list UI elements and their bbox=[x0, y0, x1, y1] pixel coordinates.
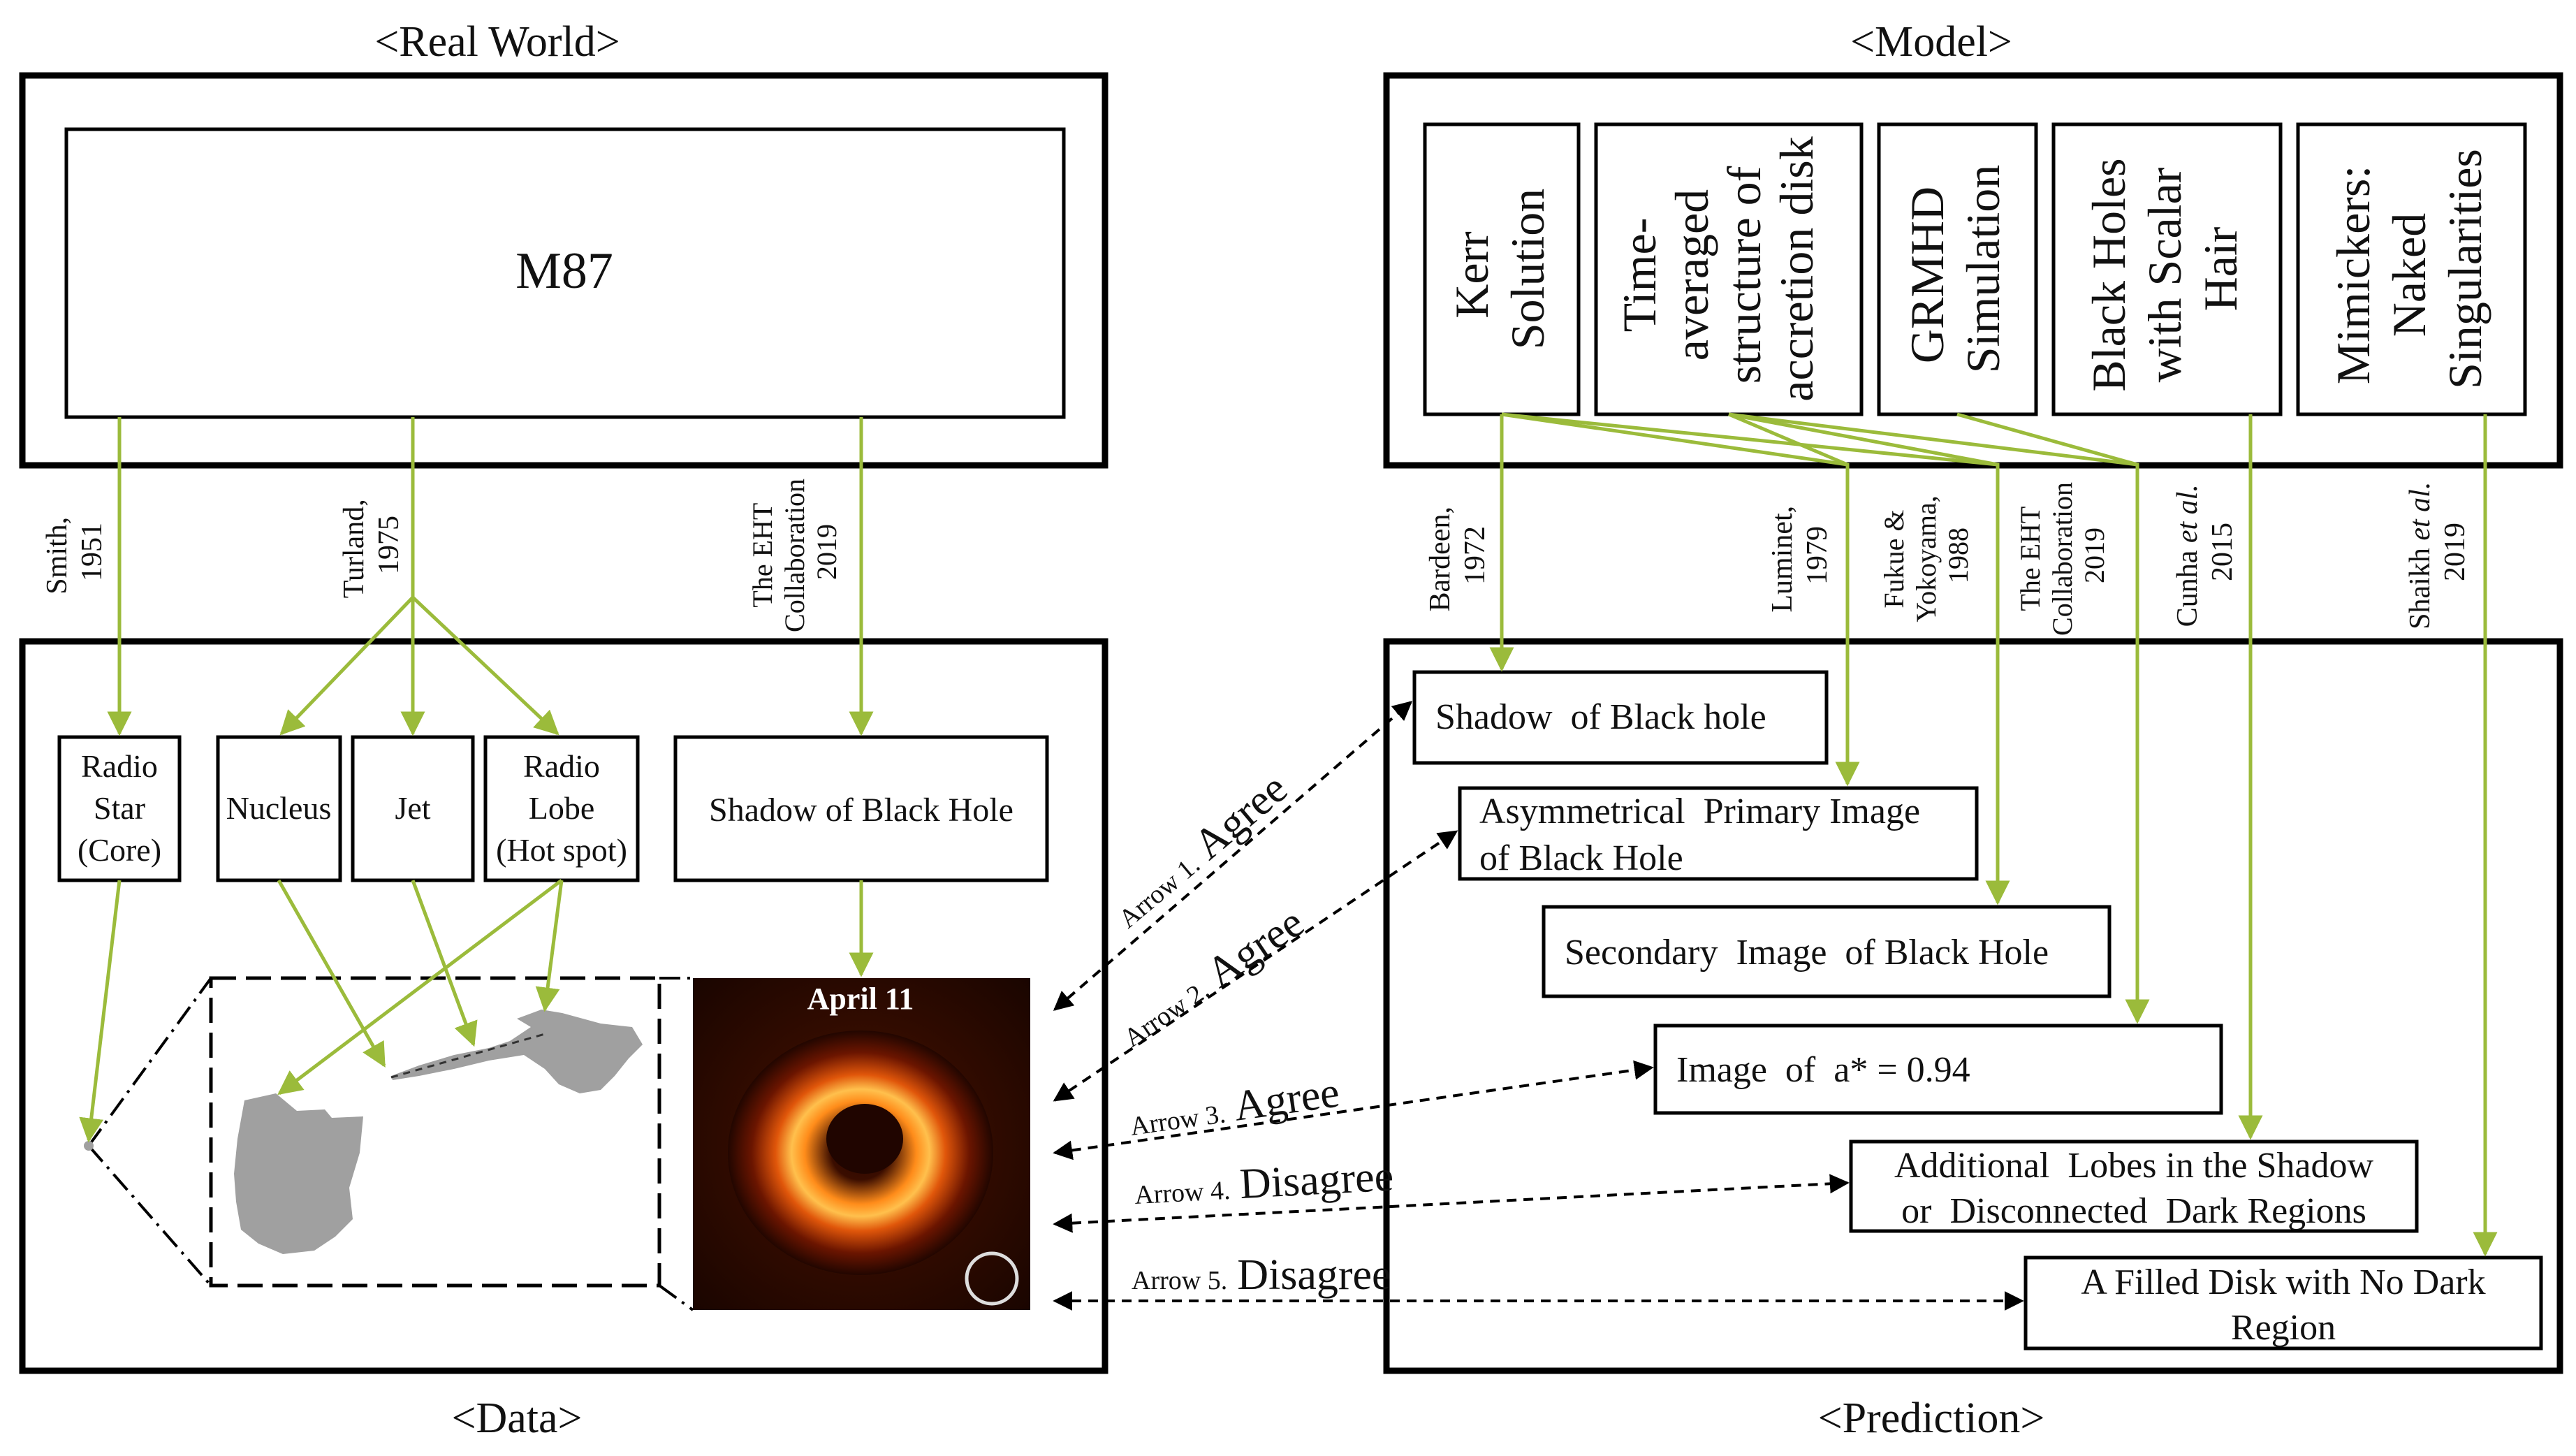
citation-shaikh: Shaikh et al. 2019 bbox=[2404, 474, 2471, 629]
prediction-shadow-of-black-hole: Shadow of Black hole bbox=[1412, 670, 1829, 765]
model-accretion-disk: Time- averaged structure of accretion di… bbox=[1594, 122, 1864, 416]
svg-text:Image of a* = 0.94: Image of a* = 0.94 bbox=[1676, 1050, 1970, 1090]
prediction-secondary-image: Secondary Image of Black Hole bbox=[1542, 905, 2112, 998]
citation-cunha: Cunha et al. 2015 bbox=[2172, 477, 2239, 627]
svg-text:Asymmetrical Primary Image: Asymmetrical Primary Image bbox=[1479, 792, 1920, 831]
citation-eht-model: The EHT Collaboration 2019 bbox=[2014, 475, 2110, 636]
svg-text:Nucleus: Nucleus bbox=[226, 790, 332, 826]
connector-turland-lobe bbox=[411, 596, 559, 736]
connector-radio-star-to-core bbox=[79, 880, 122, 1143]
svg-text:Shadow of Black Hole: Shadow of Black Hole bbox=[709, 792, 1013, 829]
m87-label: M87 bbox=[515, 242, 613, 300]
connector-nucleus-to-image bbox=[277, 879, 386, 1068]
svg-text:Jet: Jet bbox=[395, 790, 430, 826]
svg-text:GRMHD Simulation: GRMHD Simulation bbox=[1901, 165, 2010, 373]
zoom-guide-line-bottom-right bbox=[658, 1284, 694, 1311]
beam-size-circle bbox=[965, 1251, 1019, 1306]
jet-dashed-line bbox=[390, 1033, 546, 1079]
eht-black-hole-image: April 11 bbox=[693, 978, 1030, 1310]
prediction-filled-disk: A Filled Disk with No Dark Region bbox=[2024, 1255, 2543, 1351]
m87-box bbox=[64, 127, 1066, 419]
connector-lobe-to-lobe-blob bbox=[535, 880, 564, 1012]
svg-text:Time- averaged str: Time- averaged structure of accretion di… bbox=[1613, 136, 1823, 402]
arrow-5-label: Arrow 5. Disagree bbox=[1132, 1251, 1391, 1299]
data-box-radio-lobe: Radio Lobe (Hot spot) bbox=[483, 735, 640, 882]
svg-text:or Disconnected Dark Regions: or Disconnected Dark Regions bbox=[1901, 1191, 2366, 1231]
data-box-jet: Jet bbox=[351, 735, 475, 882]
connector-jet-to-image bbox=[411, 880, 478, 1047]
svg-text:Star: Star bbox=[94, 790, 145, 826]
zoom-guide-line-bottom-left bbox=[87, 1144, 212, 1287]
citation-fukue-yokoyama: Fukue & Yokoyama, 1988 bbox=[1878, 488, 1974, 623]
svg-text:Secondary Image of Black Hol: Secondary Image of Black Hole bbox=[1565, 933, 2049, 973]
citation-bardeen: Bardeen, 1972 bbox=[1424, 500, 1491, 612]
connector-lobe-to-nucleus-blob bbox=[277, 879, 563, 1095]
nucleus-blob bbox=[234, 1093, 363, 1254]
header-model: <Model> bbox=[1850, 18, 2012, 66]
radio-star-core-dot bbox=[84, 1141, 94, 1151]
model-naked-singularities: Mimickers: Naked Singularities bbox=[2296, 122, 2527, 416]
svg-text:Radio: Radio bbox=[81, 748, 158, 784]
citation-eht-real: The EHT Collaboration 2019 bbox=[747, 472, 842, 632]
svg-text:(Hot spot): (Hot spot) bbox=[496, 832, 627, 868]
arrow-2 bbox=[1053, 830, 1458, 1102]
arrow-4 bbox=[1053, 1174, 1850, 1233]
arrow-3-label: Arrow 3. Agree bbox=[1126, 1068, 1342, 1144]
radio-image-zoom-box bbox=[209, 976, 661, 1288]
data-box-radio-star: Radio Star (Core) bbox=[57, 735, 182, 882]
arrow-4-label: Arrow 4. Disagree bbox=[1133, 1153, 1395, 1214]
prediction-additional-lobes: Additional Lobes in the Shadow or Discon… bbox=[1849, 1140, 2419, 1233]
svg-text:Kerr Solution: Kerr Solution bbox=[1445, 189, 1554, 350]
connector-grmhd-to-eht bbox=[1956, 412, 2138, 467]
svg-text:A Filled Disk with No Dark: A Filled Disk with No Dark bbox=[2081, 1262, 2485, 1302]
svg-text:Mimickers: Naked S: Mimickers: Naked Singularities bbox=[2327, 149, 2491, 389]
connector-accretion-to-fukue bbox=[1728, 412, 1998, 467]
svg-text:Radio: Radio bbox=[523, 748, 600, 784]
data-box-nucleus: Nucleus bbox=[216, 735, 342, 882]
svg-text:Lobe: Lobe bbox=[529, 790, 595, 826]
prediction-image-a-094: Image of a* = 0.94 bbox=[1653, 1024, 2223, 1115]
connector-accretion-to-luminet bbox=[1728, 412, 1848, 467]
svg-text:Black Holes with Scalar: Black Holes with Scalar Hair bbox=[2082, 146, 2247, 391]
svg-text:(Core): (Core) bbox=[78, 832, 161, 868]
zoom-guide-line-top-left bbox=[87, 977, 212, 1147]
real-world-frame bbox=[19, 72, 1108, 469]
prediction-asymmetrical-primary-image: Asymmetrical Primary Image of Black Hole bbox=[1458, 786, 1979, 881]
header-real-world: <Real World> bbox=[374, 18, 620, 66]
connector-turland-nucleus bbox=[279, 596, 414, 736]
citation-turland: Turland, 1975 bbox=[338, 492, 405, 598]
svg-text:of Black Hole: of Black Hole bbox=[1479, 838, 1683, 878]
header-data: <Data> bbox=[452, 1395, 583, 1442]
citation-smith: Smith, 1951 bbox=[41, 509, 108, 594]
eht-image-label: April 11 bbox=[807, 982, 914, 1016]
model-scalar-hair: Black Holes with Scalar Hair bbox=[2051, 122, 2283, 416]
header-prediction: <Prediction> bbox=[1818, 1395, 2045, 1442]
model-kerr-solution: Kerr Solution bbox=[1423, 122, 1581, 416]
svg-text:Additional Lobes in the Shado: Additional Lobes in the Shadow bbox=[1894, 1146, 2373, 1186]
svg-text:Shadow of Black hole: Shadow of Black hole bbox=[1435, 697, 1766, 737]
svg-text:Region: Region bbox=[2231, 1308, 2336, 1348]
model-frame bbox=[1383, 72, 2563, 469]
data-box-shadow-of-black-hole: Shadow of Black Hole bbox=[673, 735, 1049, 882]
jet-lobe-blob bbox=[391, 1010, 643, 1093]
citation-luminet: Luminet, 1979 bbox=[1766, 498, 1834, 612]
model-grmhd-simulation: GRMHD Simulation bbox=[1877, 122, 2038, 416]
